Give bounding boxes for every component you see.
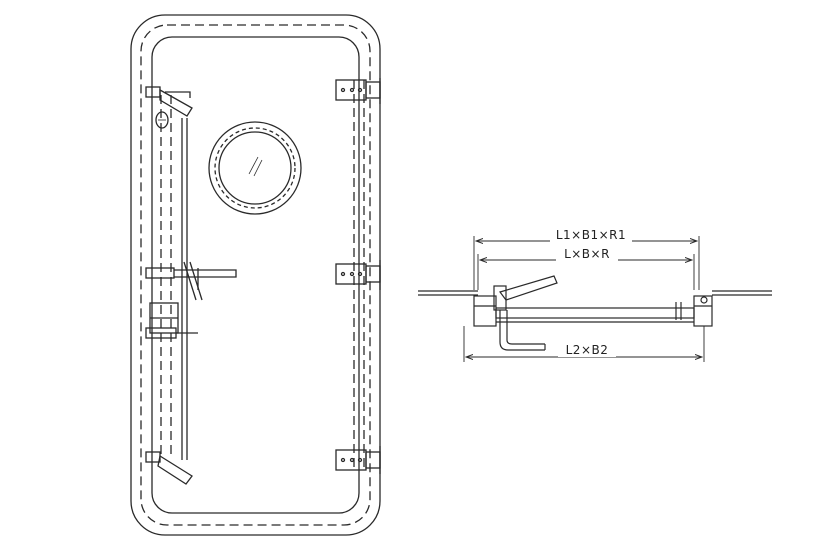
label-clear-opening: L×B×R bbox=[564, 247, 610, 261]
label-frame-size: L2×B2 bbox=[566, 343, 609, 357]
door-front-view bbox=[130, 14, 381, 536]
porthole bbox=[208, 121, 302, 215]
lock-box bbox=[145, 302, 198, 339]
bottom-dog-handle bbox=[145, 451, 193, 485]
door-section-view bbox=[418, 275, 772, 351]
top-dog-handle bbox=[145, 86, 193, 117]
hinge-bottom bbox=[335, 446, 381, 474]
middle-handle bbox=[145, 261, 237, 301]
section-handle bbox=[499, 275, 558, 301]
frame-left bbox=[473, 295, 497, 327]
door-frame-dashed-inner bbox=[140, 24, 371, 526]
hinge-top bbox=[335, 78, 381, 104]
leaf-section bbox=[495, 307, 695, 319]
section-spindle bbox=[499, 310, 545, 351]
hinge-middle bbox=[335, 260, 381, 290]
label-outer-opening: L1×B1×R1 bbox=[556, 228, 626, 242]
frame-right bbox=[693, 295, 713, 327]
spy-hole bbox=[155, 111, 169, 129]
door-leaf bbox=[151, 36, 360, 514]
dimension-labels: L1×B1×R1 L×B×R L2×B2 bbox=[550, 228, 632, 357]
